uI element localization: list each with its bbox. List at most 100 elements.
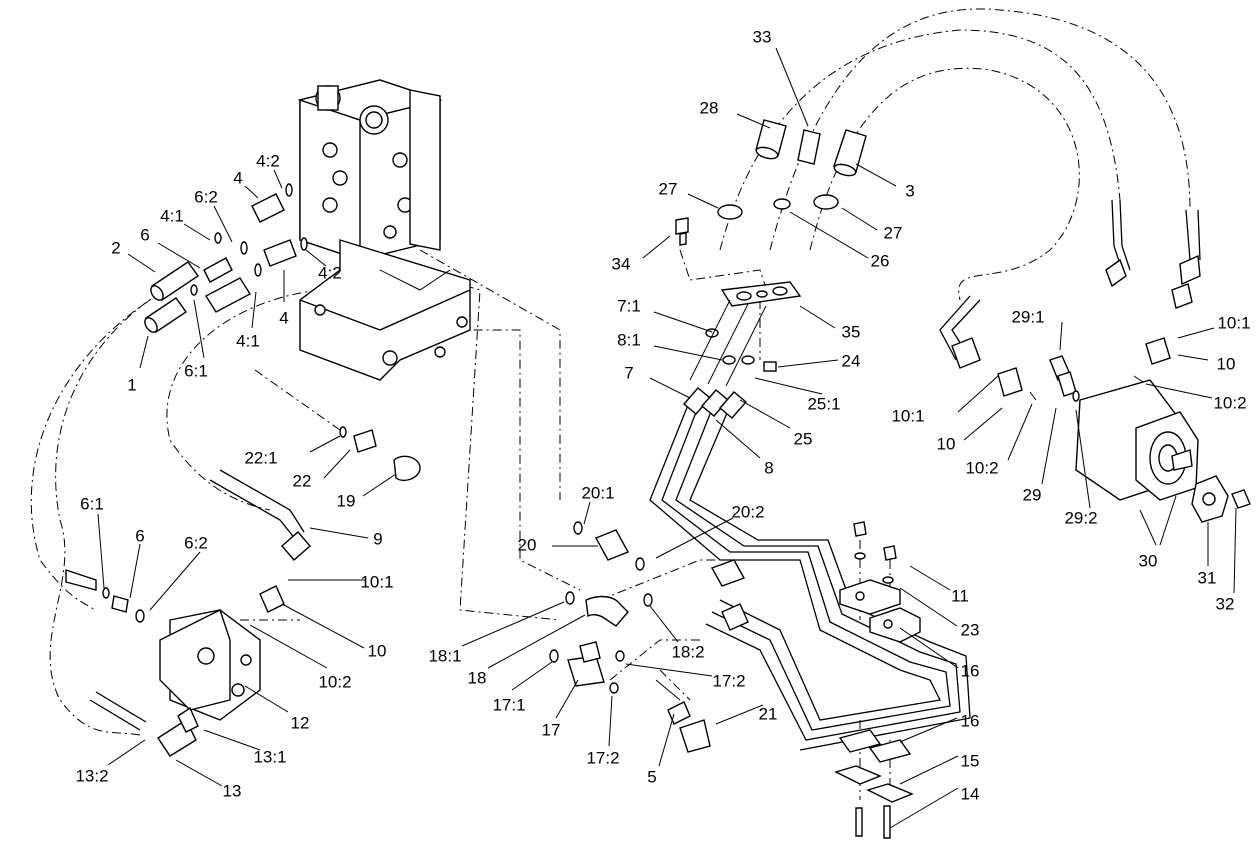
leader-line: [653, 311, 713, 333]
fitting-4-lower: [205, 239, 297, 313]
leader-line: [193, 299, 205, 359]
callout-label: 17:1: [492, 695, 525, 714]
leader-line: [129, 543, 141, 599]
callout-label: 17:2: [586, 748, 619, 767]
leader-line: [583, 501, 591, 525]
callout-label: 22:1: [244, 448, 277, 467]
leader-line: [107, 739, 146, 766]
callout-label: 11: [951, 586, 969, 605]
callout-label: 17: [542, 720, 561, 739]
fitting-4-upper: [251, 193, 285, 223]
callout-label: 30: [1139, 551, 1158, 570]
fitting-28: [755, 119, 787, 160]
leader-line: [841, 207, 878, 231]
callout-label: 8:1: [617, 330, 641, 349]
callout-label: 22: [293, 471, 312, 490]
callout-label: 10:1: [891, 406, 924, 425]
pump-12: [159, 609, 261, 721]
fitting-21-5: [655, 679, 711, 753]
callout-label: 13:2: [75, 766, 108, 785]
leader-line: [899, 755, 959, 785]
leader-line: [899, 627, 959, 669]
leader-line: [1145, 383, 1213, 399]
callout-label: 21: [759, 704, 778, 723]
callout-label: 6:2: [194, 187, 218, 206]
leader-line: [1233, 507, 1237, 594]
fittings-10-29-right: [997, 337, 1171, 402]
leader-line: [963, 407, 1003, 441]
callout-label: 23: [961, 620, 980, 639]
callout-label: 4:1: [236, 331, 260, 350]
leader-line: [715, 704, 764, 725]
leader-line: [139, 335, 149, 369]
callout-label: 12: [291, 713, 310, 732]
fitting-1: [144, 297, 187, 333]
clamp-stack: [834, 521, 921, 839]
leader-line: [309, 527, 369, 539]
callout-label: 33: [753, 27, 772, 46]
callout-label: 18:1: [428, 646, 461, 665]
callout-label: 18: [468, 668, 487, 687]
leader-line: [461, 601, 565, 647]
plate-35: [720, 281, 802, 307]
leader-line: [1007, 403, 1033, 461]
leader-line: [789, 211, 869, 259]
callout-label: 25: [794, 429, 813, 448]
valve-block-assembly: [297, 79, 471, 381]
leader-line: [362, 473, 397, 497]
callout-label: 10:1: [360, 572, 393, 591]
callout-label: 20:2: [731, 502, 764, 521]
callout-label: 4: [233, 168, 242, 187]
callout-label: 29:2: [1064, 508, 1097, 527]
callout-label: 6:2: [184, 533, 208, 552]
callout-label: 8: [764, 458, 773, 477]
leader-line: [309, 435, 341, 453]
leader-line: [1139, 509, 1157, 546]
callout-label: 1: [127, 375, 136, 394]
leader-line: [642, 235, 671, 259]
leader-line: [1041, 407, 1057, 485]
leader-line: [625, 663, 713, 677]
callout-label: 5: [647, 767, 656, 786]
leader-line: [899, 717, 958, 743]
callout-label: 27: [884, 223, 903, 242]
leader-line: [305, 249, 327, 267]
callout-label: 6:1: [184, 361, 208, 380]
hose-9: [209, 469, 311, 561]
leader-line: [649, 605, 679, 643]
callout-label: 10: [937, 434, 956, 453]
fitting-24: [763, 361, 777, 372]
callout-label: 3: [905, 181, 914, 200]
leader-line: [754, 377, 823, 395]
hose-13-end: [89, 691, 147, 731]
leader-line: [889, 787, 959, 829]
fitting-10-left: [259, 585, 285, 613]
callout-label: 15: [961, 751, 980, 770]
leader-line: [909, 565, 951, 591]
callout-label: 14: [961, 784, 980, 803]
fitting-20: [573, 521, 645, 571]
leader-line: [777, 359, 839, 368]
callout-label: 29:1: [1011, 307, 1044, 326]
callout-label: 27: [659, 179, 678, 198]
fitting-2: [150, 261, 199, 301]
callout-label: 9: [373, 529, 382, 548]
callout-label: 10:2: [965, 458, 998, 477]
leader-line: [511, 661, 553, 691]
callout-label: 29: [1023, 485, 1042, 504]
leader-line: [608, 695, 613, 747]
nuts-27-26: [717, 194, 839, 220]
callout-label: 6: [140, 225, 149, 244]
leader-line: [249, 624, 328, 669]
leader-line: [213, 205, 233, 243]
leader-line: [127, 253, 156, 273]
callout-label: 4:1: [160, 206, 184, 225]
callout-label: 16: [961, 711, 980, 730]
callout-label: 6:1: [80, 494, 104, 513]
callout-label: 35: [842, 322, 861, 341]
callout-label: 17:2: [712, 671, 745, 690]
motor: [1075, 379, 1199, 501]
callout-label: 19: [337, 491, 356, 510]
leader-line: [244, 685, 289, 713]
